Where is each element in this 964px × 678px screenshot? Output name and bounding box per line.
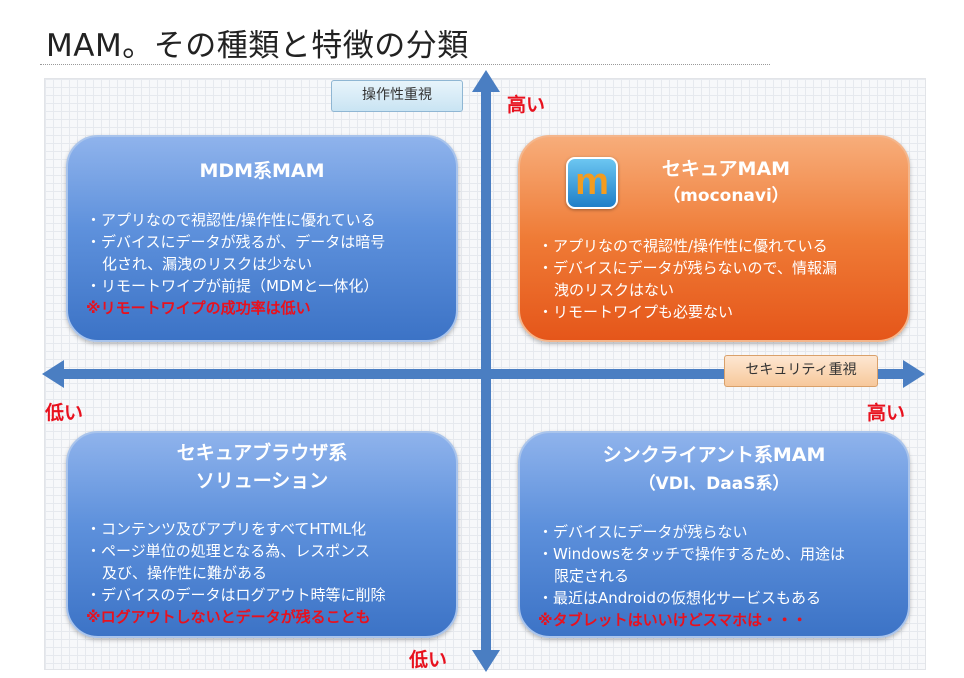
bullet-note: ※リモートワイプの成功率は低い <box>86 299 311 317</box>
bullet-list: ・コンテンツ及びアプリをすべてHTML化 ・ページ単位の処理となる為、レスポンス… <box>86 518 458 628</box>
bullet-item: ・アプリなので視認性/操作性に優れている <box>538 237 828 255</box>
quadrant-title: セキュアMAM <box>661 158 791 180</box>
axis-high-right: 高い <box>867 402 906 424</box>
bullet-item: ・デバイスにデータが残らない <box>538 523 748 541</box>
bullet-note: ※タブレットはいいけどスマホは・・・ <box>538 611 808 629</box>
logo-letter: m <box>575 161 609 203</box>
quadrant-secure-browser: セキュアブラウザ系 ソリューション ・コンテンツ及びアプリをすべてHTML化 ・… <box>66 431 458 638</box>
bullet-item: ・デバイスのデータはログアウト時等に削除 <box>86 586 386 604</box>
bullet-list: ・アプリなので視認性/操作性に優れている ・デバイスにデータが残らないので、情報… <box>538 235 910 323</box>
vertical-axis-label: 操作性重視 <box>331 80 463 112</box>
bullet-note: ※ログアウトしないとデータが残ることも <box>86 608 371 626</box>
bullet-item: 化され、漏洩のリスクは少ない <box>102 255 313 273</box>
arrow-right-icon <box>903 360 925 388</box>
axis-low-left: 低い <box>45 402 84 424</box>
slide-title: MAM。その種類と特徴の分類 <box>46 28 469 64</box>
arrow-down-icon <box>472 650 500 672</box>
axis-low-bottom: 低い <box>409 649 448 671</box>
quadrant-secure-mam: m セキュアMAM （moconavi） ・アプリなので視認性/操作性に優れてい… <box>518 135 910 342</box>
arrow-left-icon <box>42 360 64 388</box>
bullet-item: ・リモートワイプが前提（MDMと一体化） <box>86 277 379 295</box>
moconavi-logo-icon: m <box>566 157 618 209</box>
bullet-item: ・Windowsをタッチで操作するため、用途は <box>538 545 845 563</box>
quadrant-subtitle: ソリューション <box>195 470 329 492</box>
bullet-item: ・リモートワイプも必要ない <box>538 303 734 321</box>
bullet-item: 及び、操作性に難がある <box>102 564 268 582</box>
horizontal-axis-label: セキュリティ重視 <box>724 355 878 387</box>
quadrant-title: シンクライアント系MAM <box>602 444 826 466</box>
bullet-item: ・アプリなので視認性/操作性に優れている <box>86 211 376 229</box>
bullet-item: 限定される <box>554 567 630 585</box>
bullet-item: 洩のリスクはない <box>554 281 675 299</box>
quadrant-title: MDM系MAM <box>199 160 325 182</box>
bullet-list: ・デバイスにデータが残らない ・Windowsをタッチで操作するため、用途は 限… <box>538 521 910 631</box>
bullet-item: ・デバイスにデータが残らないので、情報漏 <box>538 259 837 277</box>
quadrant-mdm-mam: MDM系MAM ・アプリなので視認性/操作性に優れている ・デバイスにデータが残… <box>66 135 458 342</box>
axis-high-top: 高い <box>507 94 546 116</box>
vertical-axis <box>481 84 491 658</box>
quadrant-subtitle: （VDI、DaaS系） <box>638 474 790 494</box>
quadrant-title: セキュアブラウザ系 <box>176 442 348 464</box>
bullet-item: ・最近はAndroidの仮想化サービスもある <box>538 589 821 607</box>
bullet-item: ・ページ単位の処理となる為、レスポンス <box>86 542 370 560</box>
quadrant-subtitle: （moconavi） <box>663 186 789 206</box>
quadrant-thin-client-mam: シンクライアント系MAM （VDI、DaaS系） ・デバイスにデータが残らない … <box>518 431 910 638</box>
arrow-up-icon <box>472 70 500 92</box>
bullet-list: ・アプリなので視認性/操作性に優れている ・デバイスにデータが残るが、データは暗… <box>86 209 458 319</box>
bullet-item: ・デバイスにデータが残るが、データは暗号 <box>86 233 386 251</box>
bullet-item: ・コンテンツ及びアプリをすべてHTML化 <box>86 520 367 538</box>
title-divider <box>40 64 770 65</box>
